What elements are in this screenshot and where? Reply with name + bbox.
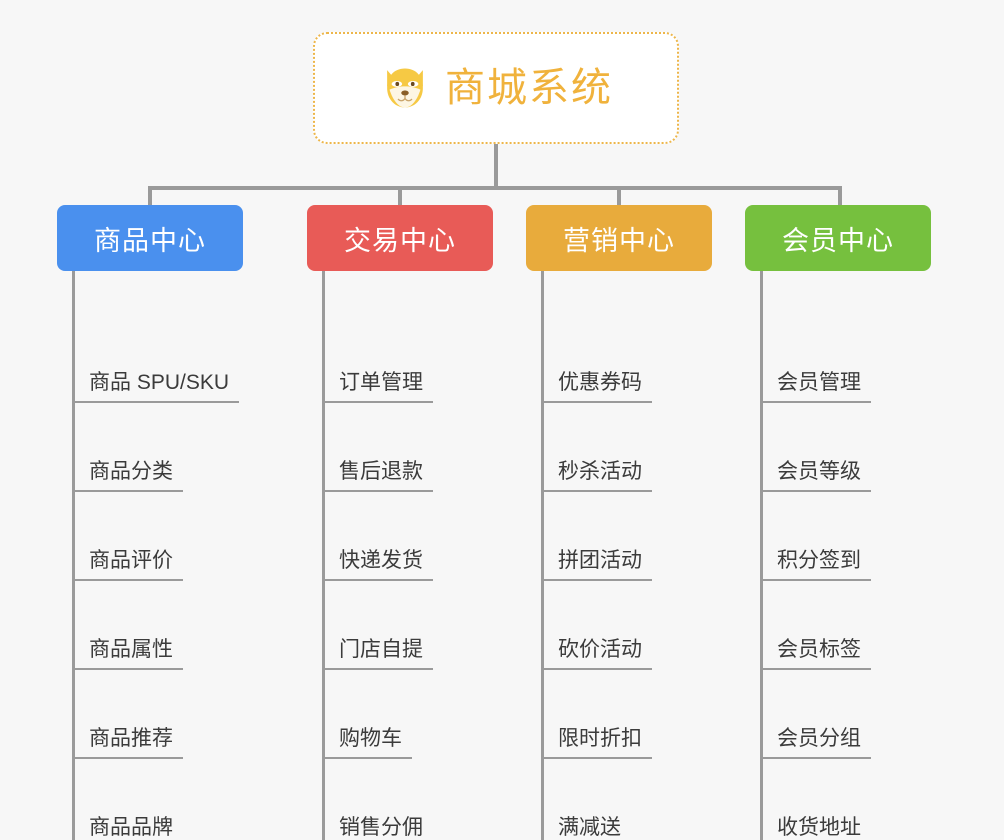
category-column-1: 交易中心 订单管理 售后退款 快递发货 门店自提 购物车 销售分佣	[307, 205, 493, 840]
category-header-1[interactable]: 交易中心	[307, 205, 493, 271]
list-item[interactable]: 秒杀活动	[544, 403, 712, 492]
leaf-list-2: 优惠券码 秒杀活动 拼团活动 砍价活动 限时折扣 满减送	[541, 271, 712, 840]
list-item[interactable]: 会员管理	[763, 273, 931, 403]
leaf-label: 商品属性	[75, 638, 183, 670]
list-item[interactable]: 商品 SPU/SKU	[75, 273, 243, 403]
leaf-label: 积分签到	[763, 549, 871, 581]
connector-drop-1	[398, 186, 402, 208]
leaf-label: 砍价活动	[544, 638, 652, 670]
leaf-label: 快递发货	[325, 549, 433, 581]
connector-horizontal-bus	[150, 186, 842, 190]
list-item[interactable]: 限时折扣	[544, 670, 712, 759]
list-item[interactable]: 会员等级	[763, 403, 931, 492]
leaf-list-0: 商品 SPU/SKU 商品分类 商品评价 商品属性 商品推荐 商品品牌	[72, 271, 243, 840]
list-item[interactable]: 商品分类	[75, 403, 243, 492]
list-item[interactable]: 商品属性	[75, 581, 243, 670]
leaf-label: 商品评价	[75, 549, 183, 581]
leaf-label: 商品品牌	[75, 816, 183, 840]
category-header-3[interactable]: 会员中心	[745, 205, 931, 271]
leaf-label: 秒杀活动	[544, 460, 652, 492]
category-header-0[interactable]: 商品中心	[57, 205, 243, 271]
leaf-list-1: 订单管理 售后退款 快递发货 门店自提 购物车 销售分佣	[322, 271, 493, 840]
leaf-label: 售后退款	[325, 460, 433, 492]
connector-root-stem	[494, 144, 498, 188]
leaf-label: 拼团活动	[544, 549, 652, 581]
category-label-0: 商品中心	[94, 225, 206, 256]
category-column-3: 会员中心 会员管理 会员等级 积分签到 会员标签 会员分组 收货地址	[745, 205, 931, 840]
list-item[interactable]: 销售分佣	[325, 759, 493, 840]
leaf-label: 会员等级	[763, 460, 871, 492]
list-item[interactable]: 会员标签	[763, 581, 931, 670]
leaf-label: 收货地址	[763, 816, 871, 840]
category-label-1: 交易中心	[344, 225, 456, 256]
list-item[interactable]: 商品品牌	[75, 759, 243, 840]
leaf-label: 购物车	[325, 727, 412, 759]
leaf-label: 商品 SPU/SKU	[75, 371, 240, 403]
category-header-2[interactable]: 营销中心	[526, 205, 712, 271]
list-item[interactable]: 砍价活动	[544, 581, 712, 670]
root-title: 商城系统	[445, 66, 613, 110]
leaf-label: 订单管理	[325, 371, 433, 403]
leaf-label: 会员分组	[763, 727, 871, 759]
connector-drop-3	[838, 186, 842, 208]
list-item[interactable]: 门店自提	[325, 581, 493, 670]
list-item[interactable]: 购物车	[325, 670, 493, 759]
leaf-list-3: 会员管理 会员等级 积分签到 会员标签 会员分组 收货地址	[760, 271, 931, 840]
list-item[interactable]: 会员分组	[763, 670, 931, 759]
leaf-label: 会员管理	[763, 371, 871, 403]
leaf-label: 商品推荐	[75, 727, 183, 759]
category-label-2: 营销中心	[563, 225, 675, 256]
list-item[interactable]: 商品推荐	[75, 670, 243, 759]
list-item[interactable]: 积分签到	[763, 492, 931, 581]
shiba-dog-icon	[387, 68, 423, 108]
leaf-label: 商品分类	[75, 460, 183, 492]
list-item[interactable]: 优惠券码	[544, 273, 712, 403]
category-column-0: 商品中心 商品 SPU/SKU 商品分类 商品评价 商品属性 商品推荐 商品品牌	[57, 205, 243, 840]
leaf-label: 会员标签	[763, 638, 871, 670]
root-node[interactable]: 商城系统	[313, 32, 679, 144]
leaf-label: 销售分佣	[325, 816, 433, 840]
leaf-label: 满减送	[544, 816, 631, 840]
list-item[interactable]: 售后退款	[325, 403, 493, 492]
list-item[interactable]: 快递发货	[325, 492, 493, 581]
leaf-label: 限时折扣	[544, 727, 652, 759]
connector-drop-2	[617, 186, 621, 208]
list-item[interactable]: 商品评价	[75, 492, 243, 581]
leaf-label: 门店自提	[325, 638, 433, 670]
category-label-3: 会员中心	[782, 225, 894, 256]
list-item[interactable]: 拼团活动	[544, 492, 712, 581]
leaf-label: 优惠券码	[544, 371, 652, 403]
list-item[interactable]: 满减送	[544, 759, 712, 840]
connector-drop-0	[148, 186, 152, 208]
category-column-2: 营销中心 优惠券码 秒杀活动 拼团活动 砍价活动 限时折扣 满减送	[526, 205, 712, 840]
list-item[interactable]: 收货地址	[763, 759, 931, 840]
list-item[interactable]: 订单管理	[325, 273, 493, 403]
